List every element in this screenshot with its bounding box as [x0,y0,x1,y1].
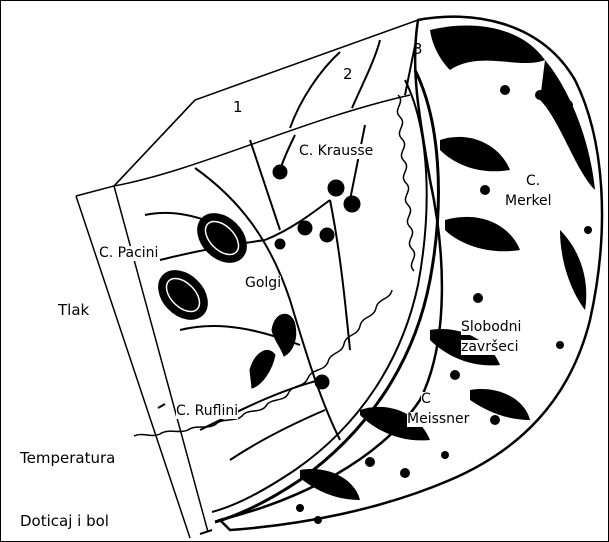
label-free-endings-2: završeci [461,340,518,355]
label-meissner-2: Meissner [407,412,469,427]
krausse-bulbs [273,165,360,389]
label-touch-pain: Doticaj i bol [20,514,109,530]
label-merkel-1: C. [526,174,540,189]
layer-number-3: 3 [413,42,423,58]
layer-number-1: 1 [233,100,243,116]
ruffini-corpuscles [250,314,296,388]
label-temperature: Temperatura [20,451,115,467]
label-pacini: C. Pacini [99,246,158,261]
label-free-endings-1: Slobodni [461,320,521,335]
layer-number-2: 2 [343,67,353,83]
label-krausse: C. Krausse [299,144,373,159]
pacini-corpuscles [149,204,256,329]
label-meissner-1: C [421,392,431,407]
layer-dividers [290,22,420,128]
label-ruffini: C. Ruflini [176,404,238,419]
label-merkel-2: Merkel [505,194,552,209]
label-golgi: Golgi [245,276,281,291]
label-pressure: Tlak [58,303,89,319]
